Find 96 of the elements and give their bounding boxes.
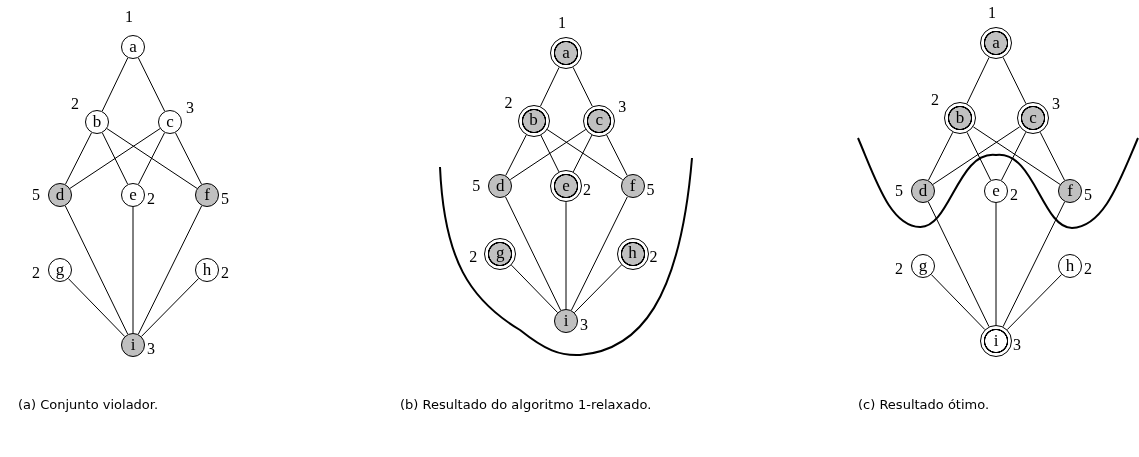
circle-node: h <box>1058 254 1082 278</box>
graph-edge <box>505 196 562 311</box>
weight-label: 1 <box>125 9 133 25</box>
weight-label: 2 <box>1010 187 1018 203</box>
double-circle-node: i <box>980 325 1012 357</box>
graph-edge <box>69 128 161 189</box>
weight-label: 3 <box>1013 337 1021 353</box>
figure-caption: (c) Resultado ótimo. <box>858 396 991 413</box>
graph-edge <box>572 66 593 107</box>
graph-edge <box>174 132 203 185</box>
figure-caption: (a) Conjunto violador. <box>18 396 160 413</box>
graph-edge <box>546 128 624 181</box>
graph-edge <box>510 264 559 314</box>
graph-edge <box>972 126 1061 185</box>
circle-node: d <box>911 179 935 203</box>
graph-edge <box>505 134 527 176</box>
weight-label: 3 <box>147 341 155 357</box>
weight-label: 3 <box>580 317 588 334</box>
graph-edge <box>565 201 567 310</box>
double-circle-node: a <box>550 37 582 69</box>
weight-label: 2 <box>931 92 939 108</box>
weight-label: 2 <box>469 248 478 265</box>
circle-node: g <box>48 258 72 282</box>
double-circle-node: c <box>1017 102 1049 134</box>
circle-node: f <box>620 174 645 199</box>
graph-edge <box>137 57 166 112</box>
circle-node: i <box>121 333 145 357</box>
graph-edge <box>966 131 992 181</box>
circle-node: e <box>984 179 1008 203</box>
graph-edge <box>995 202 997 326</box>
graph-edge <box>137 132 166 185</box>
graph-edge <box>572 134 593 173</box>
double-circle-node: b <box>517 104 550 137</box>
graph-edge <box>67 278 126 337</box>
graph-edge <box>540 134 560 173</box>
graph-edge <box>137 205 203 335</box>
circle-node: h <box>195 258 219 282</box>
circle-node: b <box>85 110 109 134</box>
double-circle-node: b <box>944 102 976 134</box>
graph-edge <box>932 126 1021 185</box>
graph-edge <box>1002 56 1027 105</box>
graph-edge <box>1002 201 1066 328</box>
circle-node: c <box>158 110 182 134</box>
weight-label: 2 <box>71 96 79 112</box>
weight-label: 5 <box>472 178 481 195</box>
graph-edge <box>101 57 129 112</box>
graph-edge <box>540 66 560 107</box>
weight-label: 3 <box>618 98 627 115</box>
double-circle-node: e <box>550 170 582 203</box>
graph-edge <box>1000 131 1027 181</box>
weight-label: 1 <box>988 5 996 21</box>
double-circle-node: a <box>980 27 1012 59</box>
graph-edge <box>930 274 986 331</box>
graph-edge <box>570 196 628 311</box>
weight-label: 5 <box>32 187 40 203</box>
graph-edge <box>64 132 93 185</box>
graph-edge <box>927 201 990 328</box>
weight-label: 2 <box>1084 261 1092 277</box>
graph-edge <box>1039 131 1066 181</box>
weight-label: 2 <box>504 94 513 111</box>
weight-label: 2 <box>32 265 40 281</box>
circle-node: d <box>48 183 72 207</box>
circle-node: a <box>121 35 145 59</box>
double-circle-node: h <box>616 237 649 270</box>
weight-label: 5 <box>221 191 229 207</box>
weight-label: 2 <box>895 261 903 277</box>
graph-edge <box>106 128 198 189</box>
weight-label: 5 <box>1084 187 1092 203</box>
weight-label: 5 <box>895 183 903 199</box>
graph-edge <box>573 264 622 314</box>
graph-edge <box>140 278 200 337</box>
graph-edge <box>606 134 628 176</box>
circle-node: f <box>195 183 219 207</box>
graph-edge <box>132 206 134 334</box>
graph-edge <box>927 131 954 181</box>
weight-label: 2 <box>147 191 155 207</box>
weight-label: 1 <box>558 15 566 31</box>
graph-edge <box>101 132 129 185</box>
graph-edge <box>1006 274 1063 331</box>
circle-node: e <box>121 183 145 207</box>
graph-edge <box>509 128 587 181</box>
weight-label: 3 <box>186 100 194 116</box>
circle-node: i <box>554 309 578 334</box>
circle-node: g <box>911 254 935 278</box>
graph-edge <box>966 56 990 105</box>
weight-label: 2 <box>221 265 229 281</box>
graph-edge <box>64 205 129 335</box>
weight-label: 2 <box>649 248 658 265</box>
double-circle-node: c <box>583 104 616 137</box>
double-circle-node: g <box>484 237 517 270</box>
circle-node: d <box>488 174 513 199</box>
figure-caption: (b) Resultado do algoritmo 1-relaxado. <box>400 396 653 413</box>
weight-label: 2 <box>583 182 591 199</box>
weight-label: 5 <box>646 182 655 199</box>
circle-node: f <box>1058 179 1082 203</box>
weight-label: 3 <box>1052 96 1060 112</box>
